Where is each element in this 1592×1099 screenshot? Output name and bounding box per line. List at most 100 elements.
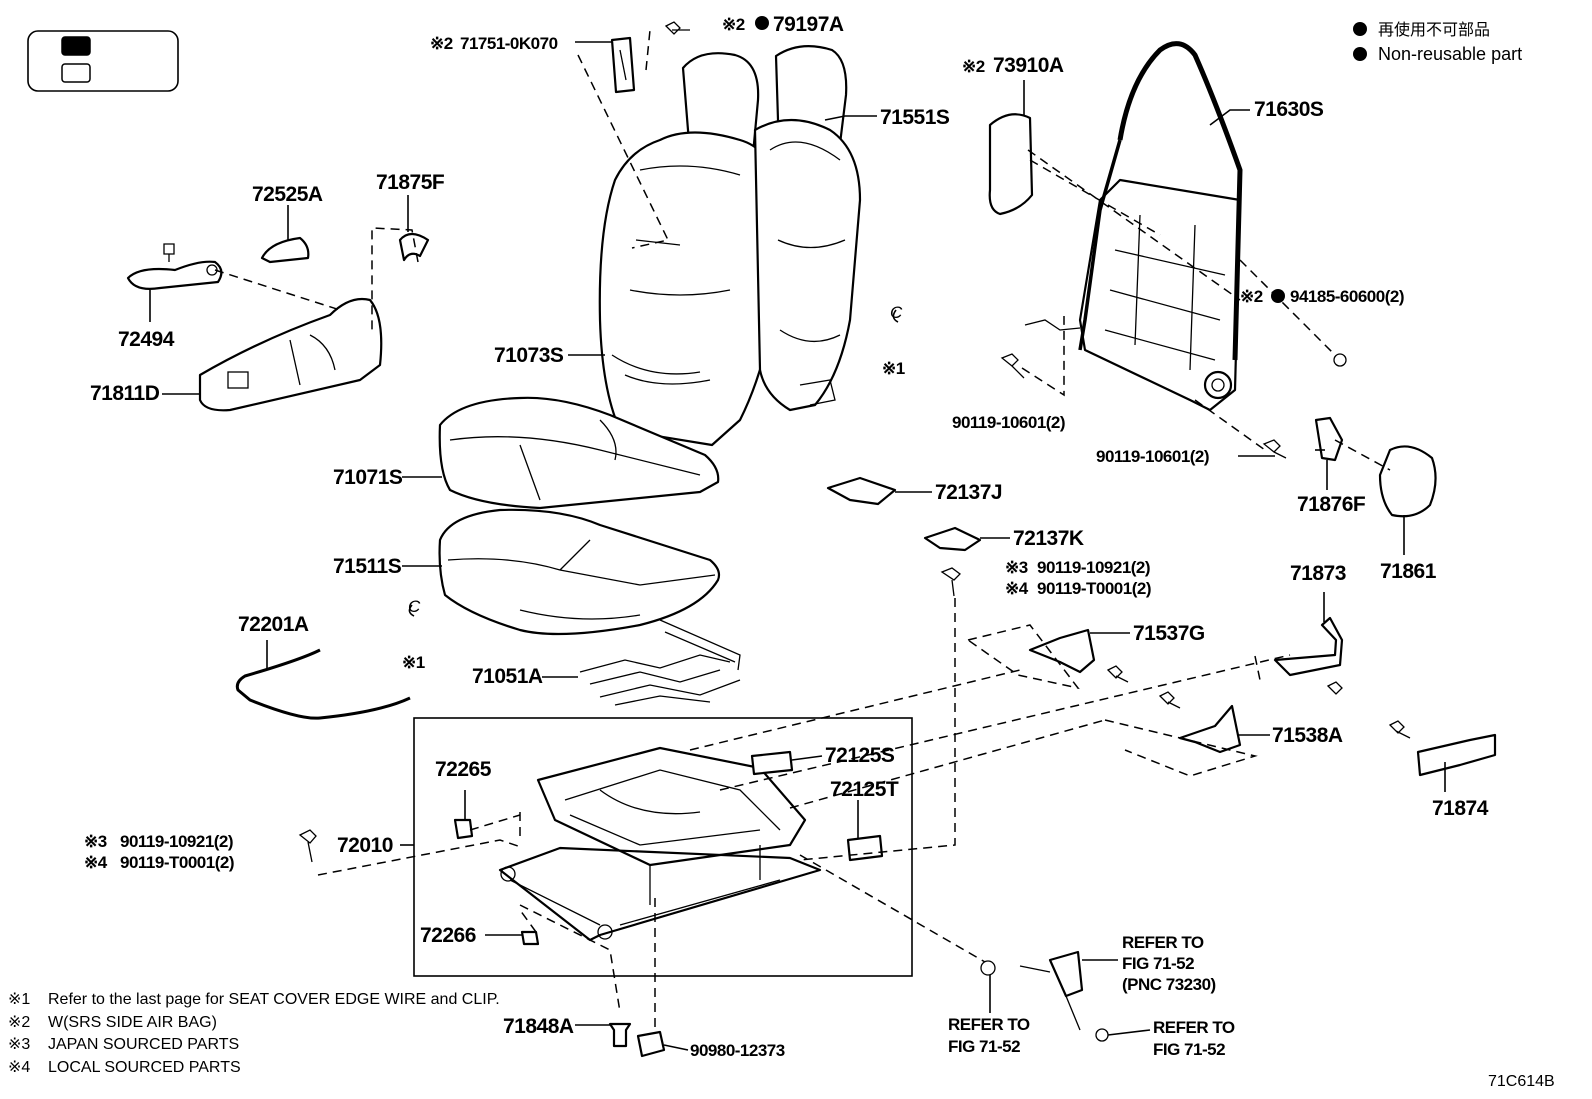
refer-3-line2: FIG 71-52	[1153, 1040, 1225, 1059]
mark-4: ※4	[84, 853, 108, 872]
cap-90980	[636, 1030, 666, 1058]
label-71511S: 71511S	[333, 555, 402, 578]
label-90119-10921-r: 90119-10921(2)	[1037, 558, 1150, 577]
seat-track-box	[413, 717, 913, 977]
footnote-text: LOCAL SOURCED PARTS	[48, 1059, 241, 1076]
bolt-icon	[1000, 353, 1025, 379]
figure-id: 71C614B	[1488, 1073, 1555, 1090]
footnote-text: W(SRS SIDE AIR BAG)	[48, 1014, 217, 1031]
label-94185: 94185-60600(2)	[1290, 287, 1404, 306]
cushion-pad-part	[438, 508, 721, 636]
leader-lines	[149, 41, 1446, 1051]
footnotes: ※1 Refer to the last page for SEAT COVER…	[8, 991, 500, 1076]
footnote-mark: ※1	[8, 991, 30, 1008]
nut-icon	[1095, 1028, 1109, 1042]
mark-3: ※3	[1005, 558, 1028, 577]
legend-jp: 再使用不可部品	[1378, 21, 1490, 39]
bolt-icon	[1158, 691, 1181, 709]
hook-71873	[1273, 616, 1344, 677]
label-72525A: 72525A	[252, 183, 323, 206]
label-72265: 72265	[435, 758, 492, 781]
filled-dot-icon	[1271, 289, 1285, 303]
mark-1: ※1	[882, 359, 905, 378]
label-71751: 71751-0K070	[460, 34, 558, 53]
label-71874: 71874	[1432, 797, 1489, 820]
connector-72125S	[750, 750, 794, 776]
nut-icon	[1333, 353, 1347, 367]
mark-2: ※2	[1240, 287, 1263, 306]
seatback-frame-part	[1024, 41, 1243, 412]
recliner-knob-part	[1378, 445, 1437, 518]
refer-2-line1: REFER TO	[948, 1015, 1030, 1034]
legend-en: Non-reusable part	[1378, 44, 1522, 64]
clip-72265	[453, 818, 474, 840]
bracket-71751	[610, 21, 690, 94]
label-71630S: 71630S	[1254, 98, 1324, 121]
bolt-icon	[940, 567, 961, 597]
label-79197A: 79197A	[773, 13, 844, 36]
mark-3: ※3	[84, 832, 107, 851]
refer-3-line1: REFER TO	[1153, 1018, 1235, 1037]
filled-dot-icon	[1353, 22, 1367, 36]
refer-1-line3: (PNC 73230)	[1122, 975, 1216, 994]
footnote-mark: ※2	[8, 1014, 30, 1031]
mark-c: C	[890, 303, 903, 322]
refer-1-line1: REFER TO	[1122, 933, 1204, 952]
side-shield-part	[198, 297, 383, 412]
mark-2: ※2	[722, 15, 745, 34]
bracket-71537G	[1028, 628, 1096, 674]
connector-72125T	[846, 834, 884, 862]
bracket-72137J	[826, 476, 897, 506]
label-71537G: 71537G	[1133, 622, 1205, 645]
label-71876F: 71876F	[1297, 493, 1366, 516]
legend-box	[27, 30, 179, 92]
seat-spring-part	[579, 619, 741, 706]
label-73910A: 73910A	[993, 54, 1064, 77]
bolt-icon	[1388, 720, 1411, 739]
refer-labels: REFER TO FIG 71-52 (PNC 73230) REFER TO …	[948, 933, 1235, 1059]
label-71073S: 71073S	[494, 344, 564, 367]
bolt-icon	[298, 829, 317, 863]
filled-dot-icon	[755, 16, 769, 30]
label-90119-10921-l: 90119-10921(2)	[120, 832, 233, 851]
label-71875F: 71875F	[376, 171, 445, 194]
seat-track-part	[498, 746, 822, 942]
label-71538A: 71538A	[1272, 724, 1343, 747]
bolt-icon	[1262, 439, 1287, 459]
bolt-icon	[1326, 681, 1343, 695]
label-72137J: 72137J	[935, 481, 1002, 504]
bracket-72137K	[923, 526, 982, 552]
label-72266: 72266	[420, 924, 476, 947]
label-90119-T0001-l: 90119-T0001(2)	[120, 853, 234, 872]
clip-72266	[520, 930, 540, 946]
footnote-text: JAPAN SOURCED PARTS	[48, 1036, 239, 1053]
label-72125T: 72125T	[830, 778, 899, 801]
label-71861: 71861	[1380, 560, 1437, 583]
cover-71876F	[1314, 416, 1344, 462]
label-72010: 72010	[337, 834, 393, 857]
label-90119-T0001-r: 90119-T0001(2)	[1037, 579, 1151, 598]
label-71848A: 71848A	[503, 1015, 574, 1038]
mark-2: ※2	[962, 57, 985, 76]
label-72125S: 72125S	[825, 744, 895, 767]
edge-wire-part	[235, 648, 411, 720]
bracket-71874	[1416, 733, 1497, 777]
label-71811D: 71811D	[90, 382, 160, 405]
label-72494: 72494	[118, 328, 175, 351]
seatback-part	[598, 118, 862, 447]
footnote-text: Refer to the last page for SEAT COVER ED…	[48, 991, 500, 1008]
part-labels: ※2 71751-0K070 ※2 79197A 71551S ※2 73910…	[84, 13, 1489, 1060]
label-71071S: 71071S	[333, 466, 403, 489]
washer-icon	[980, 960, 996, 976]
label-90119-a: 90119-10601(2)	[952, 413, 1065, 432]
bolt-icon	[1106, 665, 1129, 683]
label-90980: 90980-12373	[690, 1041, 785, 1060]
refer-1-line2: FIG 71-52	[1122, 954, 1194, 973]
footnote-mark: ※3	[8, 1036, 30, 1053]
label-72137K: 72137K	[1013, 527, 1084, 550]
label-71551S: 71551S	[880, 106, 950, 129]
refer-2-line2: FIG 71-52	[948, 1037, 1020, 1056]
airbag-module-part	[988, 113, 1034, 216]
dashed-guides	[214, 29, 1391, 1030]
